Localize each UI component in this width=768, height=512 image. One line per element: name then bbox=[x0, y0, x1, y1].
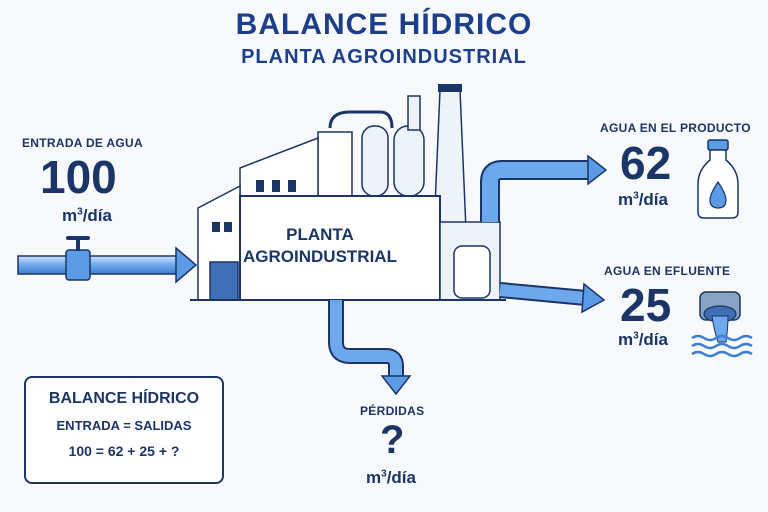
effluent-pipe bbox=[499, 282, 606, 314]
losses-pipe bbox=[328, 300, 412, 396]
losses-unit: m3/día bbox=[366, 468, 416, 487]
effluent-unit: m3/día bbox=[618, 330, 668, 349]
plant-label-line2: AGROINDUSTRIAL bbox=[243, 247, 397, 266]
page-title: BALANCE HÍDRICO bbox=[235, 8, 533, 41]
plant-building bbox=[190, 84, 506, 301]
inlet-pipe bbox=[17, 236, 198, 284]
balance-calculation: 100 = 62 + 25 + ? bbox=[68, 443, 180, 459]
losses-value: ? bbox=[380, 418, 405, 462]
balance-summary-box: BALANCE HÍDRICO ENTRADA = SALIDAS 100 = … bbox=[24, 376, 224, 484]
milk-bottle-icon bbox=[697, 139, 739, 219]
product-value: 62 bbox=[620, 137, 672, 189]
inlet-label: ENTRADA DE AGUA bbox=[22, 136, 143, 150]
inlet-unit: m3/día bbox=[62, 206, 112, 225]
effluent-value: 25 bbox=[620, 279, 672, 331]
product-unit: m3/día bbox=[618, 190, 668, 209]
page-subtitle: PLANTA AGROINDUSTRIAL bbox=[241, 46, 527, 68]
product-label: AGUA EN EL PRODUCTO bbox=[600, 121, 751, 135]
inlet-value: 100 bbox=[40, 151, 117, 203]
losses-label: PÉRDIDAS bbox=[360, 404, 425, 418]
balance-equation: ENTRADA = SALIDAS bbox=[56, 418, 192, 433]
effluent-label: AGUA EN EFLUENTE bbox=[604, 264, 731, 278]
product-pipe bbox=[480, 154, 608, 222]
effluent-outfall-icon bbox=[691, 291, 753, 358]
plant-label-line1: PLANTA bbox=[286, 225, 354, 244]
balance-title: BALANCE HÍDRICO bbox=[48, 390, 200, 407]
plant-label: PLANTA AGROINDUSTRIAL bbox=[236, 224, 404, 268]
